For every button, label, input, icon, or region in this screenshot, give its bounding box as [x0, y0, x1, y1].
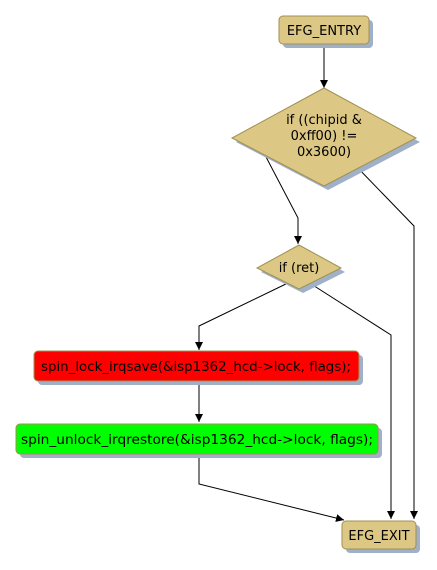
node-unlock: spin_unlock_irqrestore(&isp1362_hcd->loc… — [15, 423, 382, 458]
node-chipid-condition: if ((chipid & 0xff00) != 0x3600) — [230, 87, 420, 190]
node-ret-condition: if (ret) — [255, 244, 345, 293]
node-entry: EFG_ENTRY — [278, 15, 373, 48]
edge-ret-condition-to-lock — [195, 281, 291, 350]
chipid-condition-line-2: 0xff00) != — [291, 129, 358, 144]
entry-box — [278, 15, 370, 45]
chipid-condition-line-1: if ((chipid & — [286, 113, 362, 128]
entry-label: EFG_ENTRY — [287, 24, 361, 39]
edge-unlock-to-exit — [198, 458, 345, 522]
ret-condition-diamond — [255, 244, 343, 290]
edge-chip-condition-to-ret-condition — [264, 154, 302, 244]
lock-box — [33, 350, 360, 382]
node-exit: EFG_EXIT — [341, 520, 420, 553]
edges — [195, 46, 418, 522]
lock-label: spin_lock_irqsave(&isp1362_hcd->lock, fl… — [41, 360, 351, 375]
edge-ret-condition-to-exit — [307, 281, 395, 519]
unlock-box — [15, 423, 379, 455]
exit-label: EFG_EXIT — [348, 529, 409, 544]
chipid-condition-line-3: 0x3600) — [297, 145, 351, 160]
node-lock: spin_lock_irqsave(&isp1362_hcd->lock, fl… — [33, 350, 363, 385]
exit-box — [341, 520, 417, 550]
chipid-condition-diamond — [230, 87, 418, 187]
edge-chip-condition-to-exit — [354, 164, 418, 519]
ret-condition-label: if (ret) — [279, 261, 320, 276]
unlock-label: spin_unlock_irqrestore(&isp1362_hcd->loc… — [21, 433, 373, 448]
